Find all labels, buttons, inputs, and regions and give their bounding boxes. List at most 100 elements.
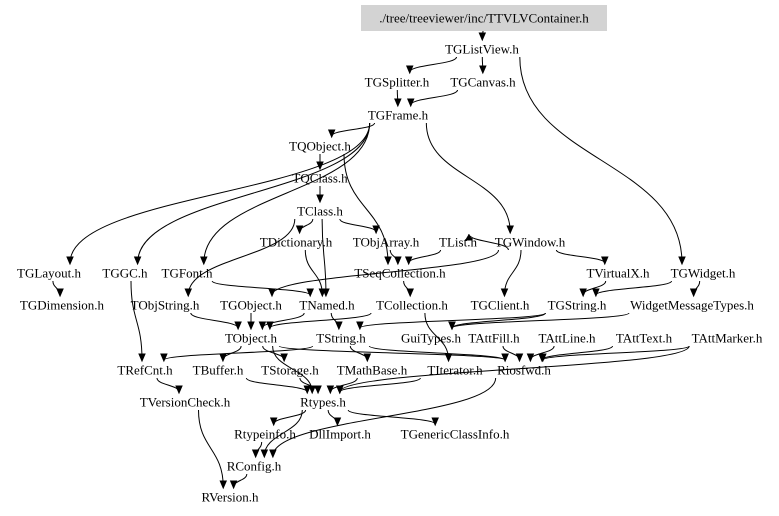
node-label: TVersionCheck.h: [140, 395, 231, 410]
node-titerator-h[interactable]: TIterator.h: [427, 363, 483, 378]
node-tobjarray-h[interactable]: TObjArray.h: [353, 235, 420, 250]
arrowhead: [526, 353, 535, 363]
arrowhead: [394, 98, 402, 108]
node-label: TGWidget.h: [671, 266, 736, 281]
arrowhead: [66, 256, 74, 266]
node-label: TGWindow.h: [495, 235, 566, 250]
node-tstorage-h[interactable]: TStorage.h: [261, 363, 319, 378]
node-tstring-h[interactable]: TString.h: [316, 331, 366, 346]
node-guitypes-h[interactable]: GuiTypes.h: [401, 331, 462, 346]
node-tattfill-h[interactable]: TAttFill.h: [468, 331, 520, 346]
node-tgframe-h[interactable]: TGFrame.h: [368, 108, 429, 123]
arrowhead: [56, 288, 64, 298]
edge-tstring-h-to-riosfwd-h: [368, 345, 506, 361]
node-label: TNamed.h: [299, 298, 355, 313]
arrowhead: [515, 353, 524, 363]
arrowhead: [175, 385, 183, 395]
node-widgetmessagetypes-h[interactable]: WidgetMessageTypes.h: [630, 298, 754, 313]
node-label: TGLayout.h: [17, 266, 81, 281]
arrowhead: [295, 225, 304, 235]
node-label: Rtypes.h: [300, 395, 346, 410]
node-tgstring-h[interactable]: TGString.h: [548, 298, 607, 313]
edge-tclass-h-to-tobjarray-h: [339, 218, 377, 233]
arrowhead: [269, 417, 278, 427]
node-tgdimension-h[interactable]: TGDimension.h: [20, 298, 105, 313]
arrowhead: [592, 288, 600, 298]
node-tattline-h[interactable]: TAttLine.h: [538, 331, 596, 346]
node-tobjstring-h[interactable]: TObjString.h: [131, 298, 200, 313]
node-label: TStorage.h: [261, 363, 319, 378]
arrowhead: [219, 353, 227, 363]
edge-tcollection-h-to-tobject-h: [269, 312, 372, 329]
node-rtypes-h[interactable]: Rtypes.h: [300, 395, 346, 410]
node-tobject-h[interactable]: TObject.h: [225, 331, 278, 346]
node-tseqcollection-h[interactable]: TSeqCollection.h: [354, 266, 446, 281]
node-dllimport-h[interactable]: DllImport.h: [309, 427, 371, 442]
node-tglayout-h[interactable]: TGLayout.h: [17, 266, 81, 281]
node-tgwindow-h[interactable]: TGWindow.h: [495, 235, 566, 250]
node-label: TClass.h: [297, 204, 343, 219]
node-rconfig-h[interactable]: RConfig.h: [227, 459, 282, 474]
edge-tattmarker-h-to-rtypes-h: [339, 345, 690, 393]
root-node-box: [361, 5, 607, 31]
edge-tversioncheck-h-to-rversion-h: [198, 409, 224, 488]
node-label: RConfig.h: [227, 459, 282, 474]
node-tgfont-h[interactable]: TGFont.h: [162, 266, 213, 281]
node-tcollection-h[interactable]: TCollection.h: [376, 298, 448, 313]
edge-riosfwd-h-to-rconfig-h: [272, 377, 497, 457]
node-rtypeinfo-h[interactable]: Rtypeinfo.h: [234, 427, 296, 442]
arrowhead: [133, 256, 142, 266]
node-label: TGClient.h: [471, 298, 530, 313]
arrowhead: [316, 161, 324, 171]
node-tgobject-h[interactable]: TGObject.h: [220, 298, 282, 313]
nodes-layer: ./tree/treeviewer/inc/TTVLVContainer.hTG…: [17, 5, 763, 505]
node-tqclass-h[interactable]: TQClass.h: [292, 171, 348, 186]
arrowhead: [384, 256, 392, 266]
node-ttvlvcontainer-h[interactable]: ./tree/treeviewer/inc/TTVLVContainer.h: [361, 5, 607, 31]
node-tqobject-h[interactable]: TQObject.h: [289, 139, 351, 154]
arrowhead: [479, 65, 487, 75]
arrowhead: [316, 194, 324, 204]
node-label: DllImport.h: [309, 427, 371, 442]
node-label: TObjArray.h: [353, 235, 420, 250]
edge-rtypes-h-to-tgenericclassinfo-h: [347, 409, 436, 425]
node-label: Riosfwd.h: [497, 363, 551, 378]
node-tggc-h[interactable]: TGGC.h: [102, 266, 148, 281]
node-tbuffer-h[interactable]: TBuffer.h: [193, 363, 244, 378]
node-tnamed-h[interactable]: TNamed.h: [299, 298, 355, 313]
node-tclass-h[interactable]: TClass.h: [297, 204, 343, 219]
node-tgsplitter-h[interactable]: TGSplitter.h: [365, 75, 430, 90]
arrowhead: [229, 480, 238, 490]
node-tlist-h[interactable]: TList.h: [439, 235, 477, 250]
arrowhead: [327, 129, 336, 139]
edge-tglistview-h-to-tgwidget-h: [519, 56, 683, 264]
arrowhead: [318, 288, 327, 298]
node-tdictionary-h[interactable]: TDictionary.h: [260, 235, 333, 250]
node-tglistview-h[interactable]: TGListView.h: [445, 42, 519, 57]
node-tgcanvas-h[interactable]: TGCanvas.h: [450, 75, 516, 90]
arrowhead: [303, 385, 312, 395]
arrowhead: [539, 353, 547, 363]
node-tmathbase-h[interactable]: TMathBase.h: [337, 363, 408, 378]
node-tatttext-h[interactable]: TAttText.h: [616, 331, 673, 346]
node-tattmarker-h[interactable]: TAttMarker.h: [692, 331, 763, 346]
arrowhead: [579, 288, 587, 298]
node-tvirtualx-h[interactable]: TVirtualX.h: [586, 266, 650, 281]
node-tgenericclassinfo-h[interactable]: TGenericClassInfo.h: [401, 427, 510, 442]
node-tgwidget-h[interactable]: TGWidget.h: [671, 266, 736, 281]
node-label: TRefCnt.h: [117, 363, 173, 378]
arrowhead: [234, 321, 242, 331]
node-label: TVirtualX.h: [586, 266, 650, 281]
edge-tggc-h-to-trefcnt-h: [130, 280, 143, 361]
arrowhead: [184, 288, 193, 298]
node-tversioncheck-h[interactable]: TVersionCheck.h: [140, 395, 231, 410]
node-label: TBuffer.h: [193, 363, 244, 378]
node-label: TAttMarker.h: [692, 331, 763, 346]
edge-tgwindow-h-to-tlist-h: [468, 233, 509, 251]
node-riosfwd-h[interactable]: Riosfwd.h: [497, 363, 551, 378]
node-trefcnt-h[interactable]: TRefCnt.h: [117, 363, 173, 378]
arrowhead: [431, 417, 439, 427]
node-tgclient-h[interactable]: TGClient.h: [471, 298, 530, 313]
node-rversion-h[interactable]: RVersion.h: [201, 490, 259, 505]
edge-tqobject-h-to-tseqcollection-h: [343, 153, 389, 264]
